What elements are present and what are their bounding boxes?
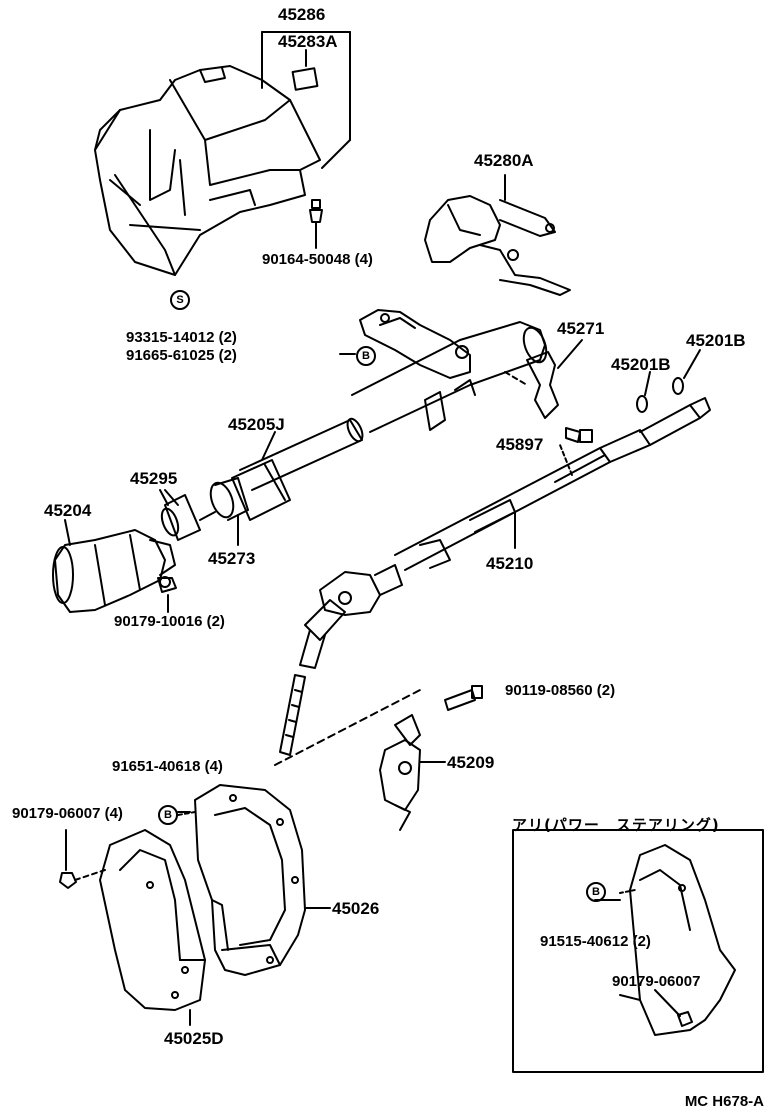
dust-cover-45025d	[59, 829, 206, 1026]
marker-b-91665: B	[356, 346, 376, 366]
cap-45283a	[291, 67, 319, 91]
intermediate-shaft	[274, 674, 421, 766]
label-45210: 45210	[486, 554, 534, 573]
diagram-code: MC H678-A	[684, 1093, 764, 1110]
label-45025d: 45025D	[164, 1029, 224, 1048]
label-90164-50048: 90164-50048 (4)	[262, 251, 373, 268]
label-bracket-45286	[261, 31, 351, 169]
marker-b-inset: B	[586, 882, 606, 902]
label-45209: 45209	[447, 753, 495, 772]
clip-45201b-b	[672, 377, 684, 395]
label-45271: 45271	[557, 319, 605, 338]
label-91651-40618: 91651-40618 (4)	[112, 758, 223, 775]
label-45205j: 45205J	[228, 415, 285, 434]
label-45201b-right: 45201B	[686, 331, 746, 350]
label-45204: 45204	[44, 501, 92, 520]
screw-90164	[309, 199, 323, 249]
label-93315-14012: 93315-14012 (2)	[126, 329, 237, 346]
lever-45271	[504, 339, 583, 419]
column-cover-upper	[94, 65, 321, 276]
label-45026: 45026	[332, 899, 380, 918]
label-45201b-left: 45201B	[611, 355, 671, 374]
u-joint-45209	[379, 714, 446, 831]
label-45280a: 45280A	[474, 151, 534, 170]
inset-title: アリ(パワー ステアリング)	[512, 816, 720, 834]
main-shaft-45210	[394, 397, 711, 571]
bearing-45273	[209, 477, 249, 546]
marker-b-91651: B	[158, 805, 178, 825]
label-45897: 45897	[496, 435, 544, 454]
lock-bracket-45280a	[424, 174, 571, 296]
bolt-90119	[444, 685, 483, 711]
lower-housing-45204	[52, 519, 176, 613]
label-inset-90179-06007: 90179-06007	[612, 973, 701, 990]
inset-cover	[619, 844, 736, 1036]
dust-cover-45026	[194, 784, 331, 976]
label-45283a: 45283A	[278, 32, 338, 51]
upper-bracket-45271	[351, 309, 548, 433]
clip-45201b-a	[636, 395, 648, 413]
label-45286: 45286	[278, 5, 326, 24]
sleeve-45295	[159, 489, 201, 541]
label-45273: 45273	[208, 549, 256, 568]
label-91515-40612: 91515-40612 (2)	[540, 933, 651, 950]
label-90179-06007: 90179-06007 (4)	[12, 805, 123, 822]
inset-box	[512, 829, 764, 1073]
bolt-45897	[565, 427, 593, 443]
label-90119-08560: 90119-08560 (2)	[505, 682, 616, 699]
column-tube-45205j	[231, 417, 364, 521]
label-91665-61025: 91665-61025 (2)	[126, 347, 237, 364]
nut-90179-10016	[157, 577, 177, 613]
label-45295: 45295	[130, 469, 178, 488]
universal-joint-upper	[299, 564, 403, 669]
marker-s: S	[170, 290, 190, 310]
label-90179-10016: 90179-10016 (2)	[114, 613, 225, 630]
